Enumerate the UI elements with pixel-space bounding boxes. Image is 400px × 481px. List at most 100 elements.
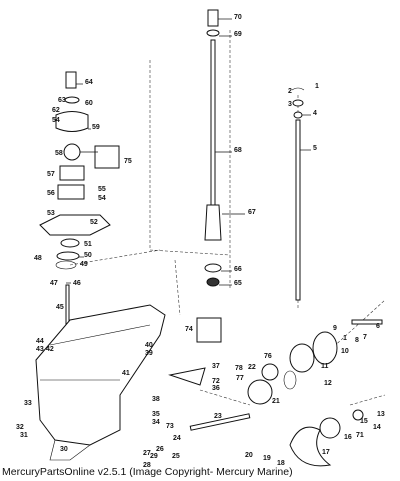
label-4: 4 xyxy=(313,110,317,117)
label-6: 6 xyxy=(376,323,380,330)
label-62: 62 xyxy=(52,107,60,114)
leader-lines xyxy=(66,18,311,286)
ring-part-66 xyxy=(204,263,222,273)
label-74: 74 xyxy=(185,326,193,333)
pump-housing-part-59 xyxy=(55,111,89,132)
label-59: 59 xyxy=(92,124,100,131)
clip-part-2 xyxy=(291,87,305,91)
label-46: 46 xyxy=(73,280,81,287)
label-39: 39 xyxy=(145,350,153,357)
label-16: 16 xyxy=(344,434,352,441)
label-40: 40 xyxy=(145,342,153,349)
label-28: 28 xyxy=(143,462,151,469)
label-21: 21 xyxy=(272,398,280,405)
label-10: 10 xyxy=(341,348,349,355)
label-38: 38 xyxy=(152,396,160,403)
label-42: 42 xyxy=(46,346,54,353)
carrier-part-11 xyxy=(289,343,315,373)
washer-part-15 xyxy=(352,409,364,421)
label-2: 2 xyxy=(288,88,292,95)
label-3: 3 xyxy=(288,101,292,108)
label-44: 44 xyxy=(36,338,44,345)
label-34: 34 xyxy=(152,419,160,426)
label-73: 73 xyxy=(166,423,174,430)
label-65: 65 xyxy=(234,280,242,287)
carrier-part-10 xyxy=(312,331,338,365)
bushing-part-3 xyxy=(292,99,304,107)
label-43: 43 xyxy=(36,346,44,353)
label-60: 60 xyxy=(85,100,93,107)
label-25: 25 xyxy=(172,453,180,460)
label-13: 13 xyxy=(377,411,385,418)
label-68: 68 xyxy=(234,147,242,154)
label-45: 45 xyxy=(56,304,64,311)
label-69: 69 xyxy=(234,31,242,38)
label-15: 15 xyxy=(360,418,368,425)
label-56: 56 xyxy=(47,190,55,197)
label-12: 12 xyxy=(324,380,332,387)
label-66: 66 xyxy=(234,266,242,273)
label-20: 20 xyxy=(245,452,253,459)
impeller-part-58 xyxy=(63,143,81,161)
label-18: 18 xyxy=(277,460,285,467)
image-caption: MercuryPartsOnline v2.5.1 (Image Copyrig… xyxy=(2,466,293,478)
label-33: 33 xyxy=(24,400,32,407)
label-11: 11 xyxy=(321,363,329,370)
label-52: 52 xyxy=(90,219,98,226)
label-41: 41 xyxy=(122,370,130,377)
label-51: 51 xyxy=(84,241,92,248)
label-72: 72 xyxy=(212,378,220,385)
label-67: 67 xyxy=(248,209,256,216)
label-78: 78 xyxy=(235,365,243,372)
plate-part-57 xyxy=(59,165,85,181)
label-54-lower: 54 xyxy=(98,195,106,202)
label-63: 63 xyxy=(58,97,66,104)
label-57: 57 xyxy=(47,171,55,178)
skeg-part-30 xyxy=(49,439,91,461)
label-47: 47 xyxy=(50,280,58,287)
label-36: 36 xyxy=(212,385,220,392)
oring-part-49 xyxy=(55,260,77,270)
gear-part-21 xyxy=(247,379,273,405)
label-1: 1 xyxy=(315,83,319,90)
label-48: 48 xyxy=(34,255,42,262)
bearing-part-76 xyxy=(261,363,279,381)
coupler-part-70 xyxy=(207,9,219,27)
trim-tab-part-37 xyxy=(168,367,206,386)
label-75: 75 xyxy=(124,158,132,165)
label-71: 71 xyxy=(356,432,364,439)
gear-housing-part-33 xyxy=(35,304,166,446)
label-31: 31 xyxy=(20,432,28,439)
label-17: 17 xyxy=(322,449,330,456)
shift-shaft-part-5 xyxy=(295,119,301,301)
stud-part-6 xyxy=(351,319,383,325)
label-76: 76 xyxy=(264,353,272,360)
bearing-carrier-assembly xyxy=(168,317,383,467)
label-58: 58 xyxy=(55,150,63,157)
shift-shaft-assembly xyxy=(291,87,305,301)
base-part-52 xyxy=(39,214,111,236)
label-29: 29 xyxy=(150,453,158,460)
propeller-part-17 xyxy=(289,426,332,467)
label-30: 30 xyxy=(60,446,68,453)
label-19: 19 xyxy=(263,455,271,462)
driveshaft-assembly xyxy=(204,9,222,287)
water-pump-stack xyxy=(39,71,120,336)
label-14: 14 xyxy=(373,424,381,431)
pinion-gear-part-67 xyxy=(204,204,222,241)
label-70: 70 xyxy=(234,14,242,21)
label-49: 49 xyxy=(80,261,88,268)
label-37: 37 xyxy=(212,363,220,370)
label-35: 35 xyxy=(152,411,160,418)
oring-part-50 xyxy=(56,251,80,261)
driveshaft-part-68 xyxy=(210,39,216,211)
label-8: 8 xyxy=(355,337,359,344)
label-64: 64 xyxy=(85,79,93,86)
gear-housing xyxy=(35,304,166,461)
prop-shaft-part-23 xyxy=(189,413,251,431)
grommet-part-64 xyxy=(65,71,77,89)
label-50: 50 xyxy=(84,252,92,259)
seal-part-4 xyxy=(293,111,303,119)
kit-part-74 xyxy=(196,317,222,343)
